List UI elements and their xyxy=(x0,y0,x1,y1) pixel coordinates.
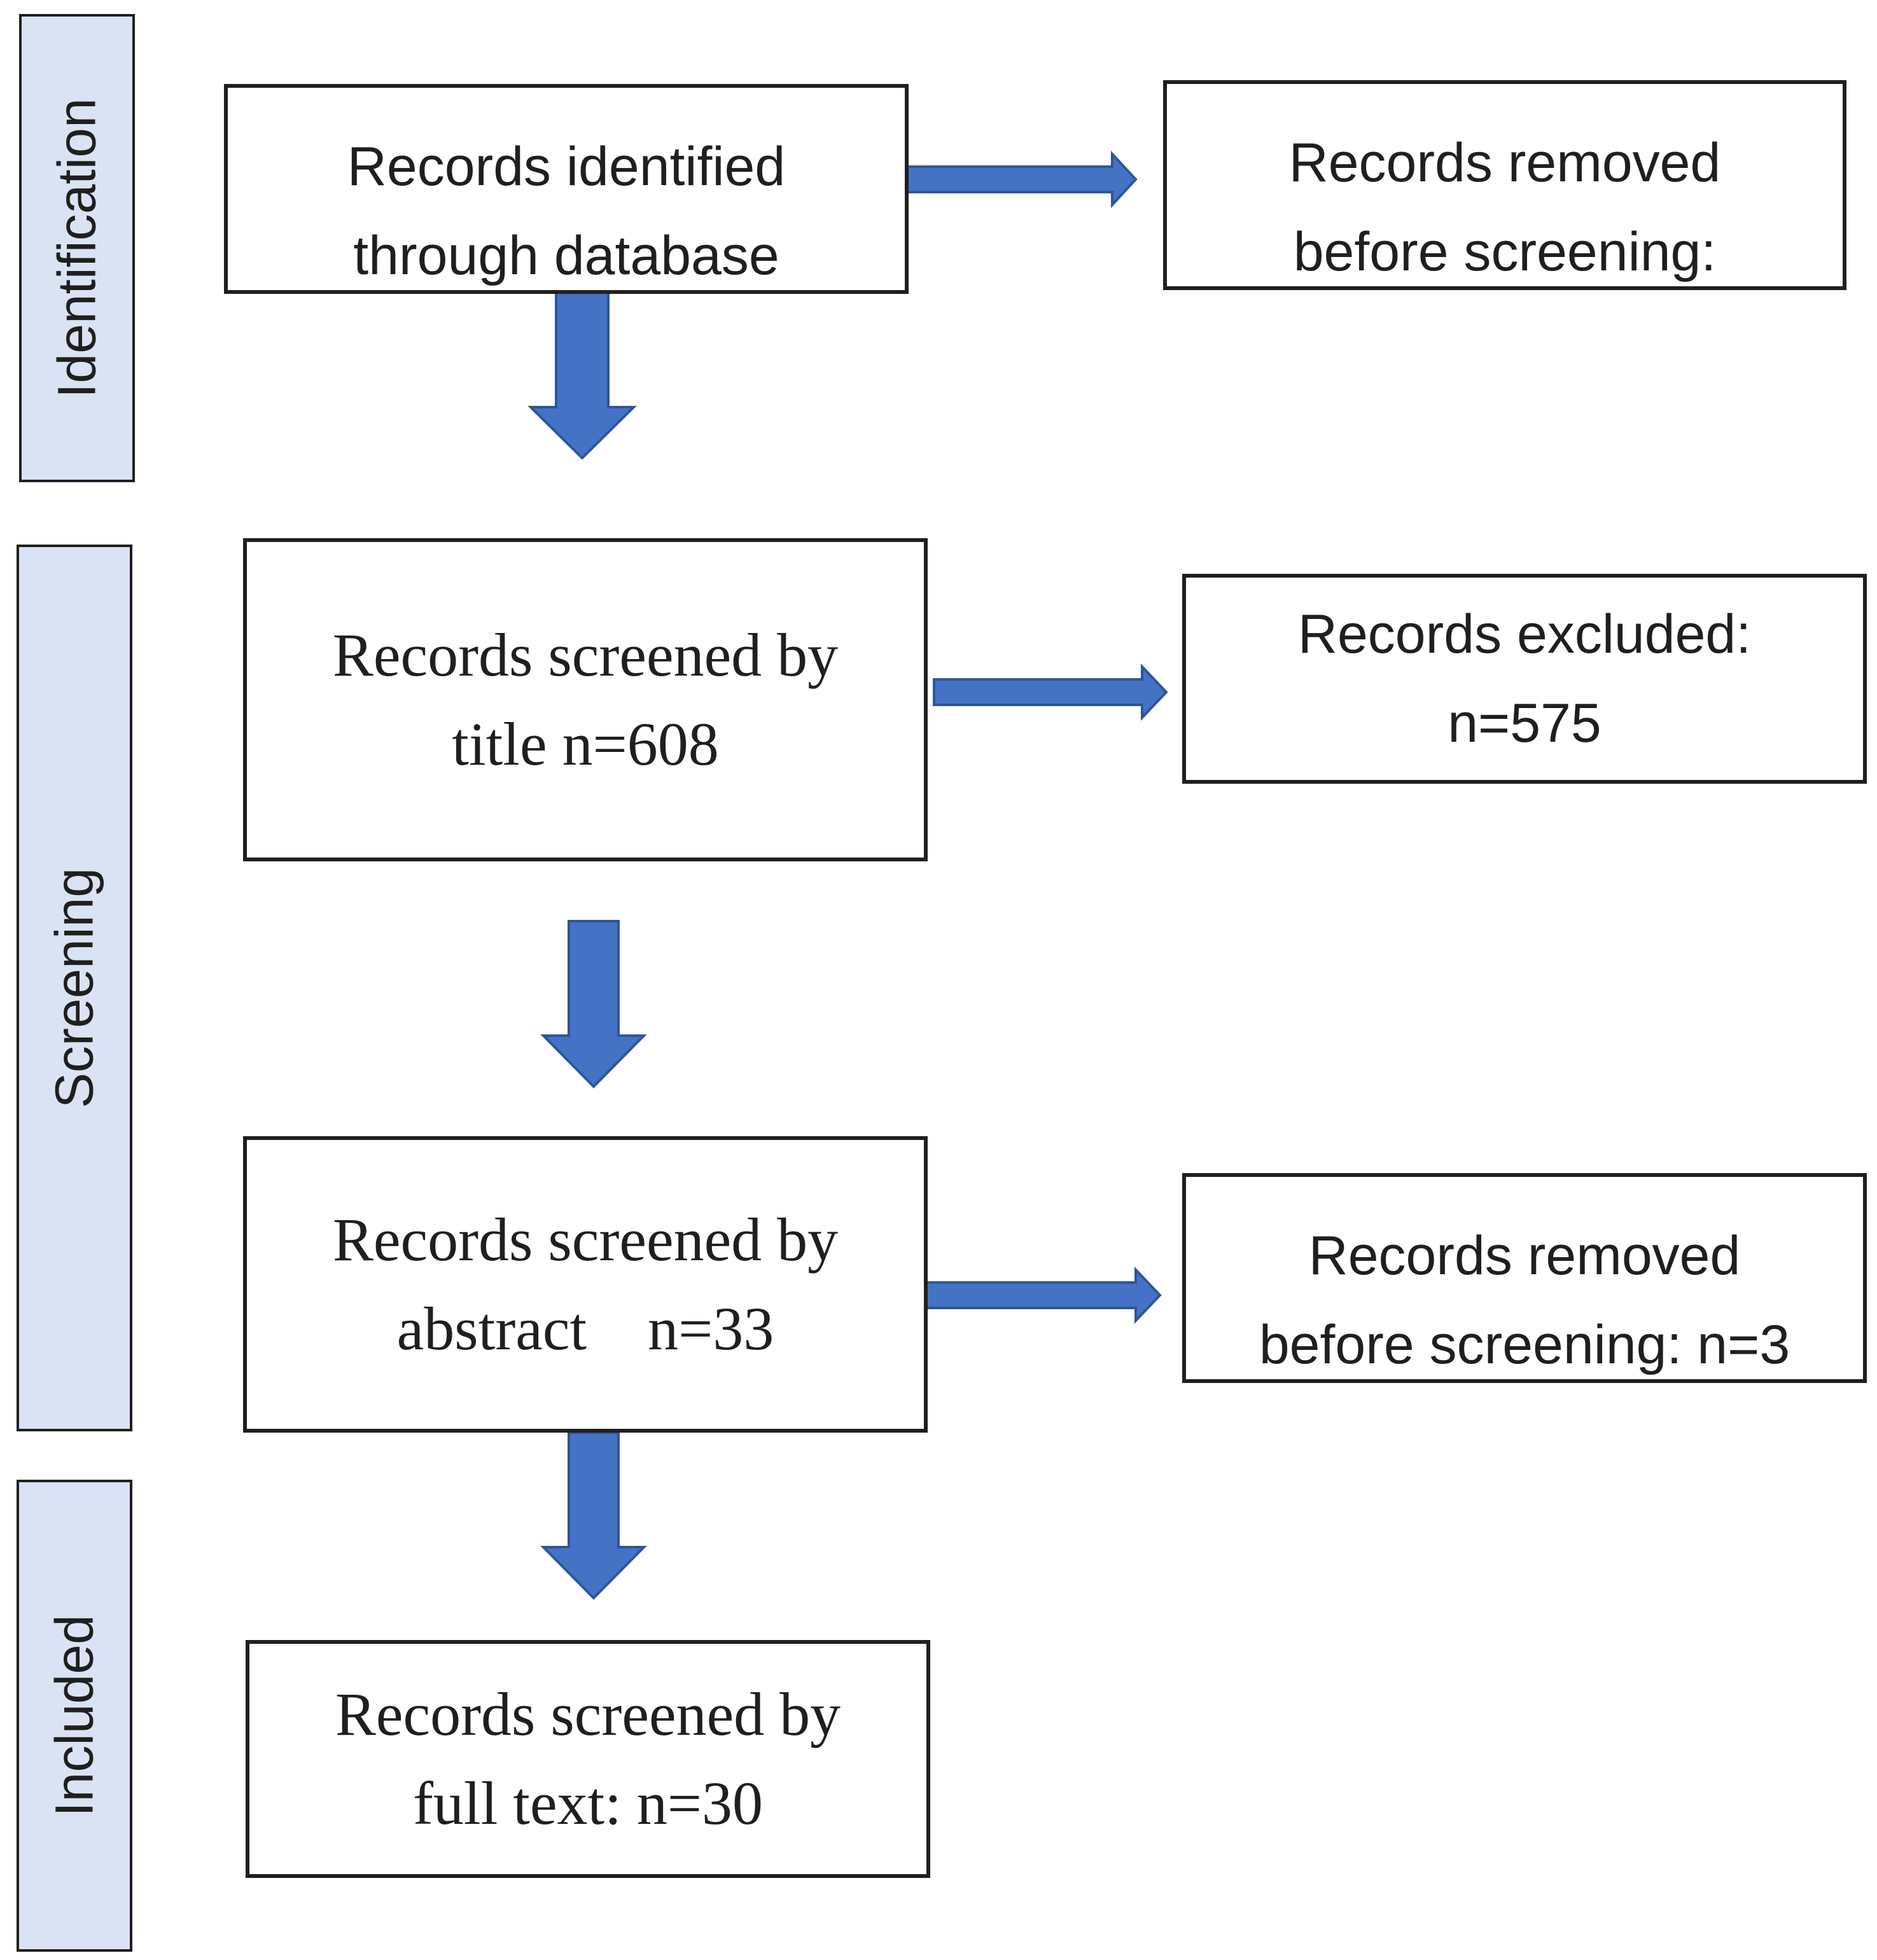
arrow-down-2 xyxy=(540,920,647,1088)
fulltext-screen-box: Records screened by full text: n=30 xyxy=(246,1640,930,1878)
title-screen-line1: Records screened by xyxy=(332,621,839,689)
title-screen-line2: title n=608 xyxy=(452,710,719,778)
arrow-down-1 xyxy=(527,290,637,460)
arrow-down-3 xyxy=(540,1431,647,1600)
fulltext-screen-line1: Records screened by xyxy=(335,1680,841,1748)
fulltext-screen-line2: full text: n=30 xyxy=(412,1769,764,1837)
removed-before-box: Records removed before screening: xyxy=(1163,80,1846,290)
excluded-box: Records excluded: n=575 xyxy=(1182,574,1867,784)
arrow-right-1 xyxy=(902,150,1138,209)
removed-after-line1: Records removed xyxy=(1308,1225,1741,1286)
abstract-screen-line1: Records screened by xyxy=(332,1206,839,1274)
arrow-right-2 xyxy=(933,663,1168,721)
title-screen-box: Records screened by title n=608 xyxy=(243,538,928,861)
excluded-line2: n=575 xyxy=(1448,693,1601,754)
arrow-right-3 xyxy=(925,1266,1162,1324)
stage-included: Included xyxy=(17,1480,132,1952)
stage-screening: Screening xyxy=(17,545,132,1431)
abstract-screen-box: Records screened by abstract n=33 xyxy=(243,1136,928,1433)
removed-before-line2: before screening: xyxy=(1293,221,1717,282)
removed-before-line1: Records removed xyxy=(1288,132,1721,193)
identified-box: Records identified through database xyxy=(224,84,909,294)
removed-after-line2: before screening: n=3 xyxy=(1259,1314,1790,1375)
excluded-line1: Records excluded: xyxy=(1297,604,1752,665)
abstract-screen-line2: abstract n=33 xyxy=(396,1295,774,1363)
identified-line1: Records identified xyxy=(347,136,786,197)
identified-line2: through database xyxy=(353,225,779,286)
removed-after-box: Records removed before screening: n=3 xyxy=(1182,1173,1867,1383)
stage-identification: Identification xyxy=(19,14,135,482)
